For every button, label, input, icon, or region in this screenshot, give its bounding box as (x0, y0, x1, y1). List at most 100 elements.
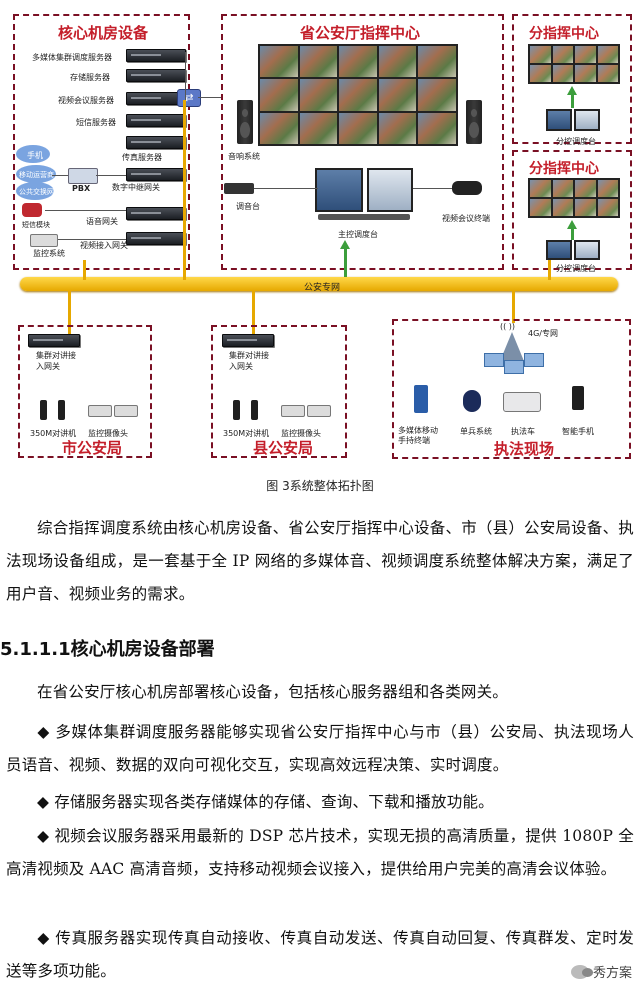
intro-text: 综合指挥调度系统由核心机房设备、省公安厅指挥中心设备、市（县）公安局设备、执法现… (6, 519, 634, 603)
figure-caption: 图 3系统整体拓扑图 (266, 479, 374, 493)
bullet-storage-server: ◆ 存储服务器实现各类存储媒体的存储、查询、下载和播放功能。 (6, 786, 634, 819)
field-device-label-2: 单兵系统 (460, 427, 492, 436)
bullet-fax-server: ◆ 传真服务器实现传真自动接收、传真自动发送、传真自动回复、传真群发、定时发送等… (6, 922, 634, 988)
county-camera-icon-1 (281, 405, 305, 417)
watermark: 秀方案 (570, 962, 632, 981)
patrol-car-icon (503, 392, 541, 412)
core-drop-1 (83, 260, 86, 280)
video-wall (258, 44, 458, 146)
city-bureau-title: 市公安局 (62, 439, 123, 457)
right-speaker-icon (466, 100, 482, 144)
branch-2-link-line (571, 228, 574, 240)
field-scene-title: 执法现场 (494, 440, 555, 458)
left-speaker-icon (237, 100, 253, 144)
province-center-box (221, 14, 504, 270)
city-camera-label: 监控摄像头 (88, 429, 128, 438)
video-access-gateway (126, 232, 186, 245)
police-network-bus (20, 277, 618, 291)
branch-1-monitor-left (546, 109, 572, 131)
server-label-cluster: 多媒体集群调度服务器 (32, 53, 112, 62)
county-radio-icon-2 (251, 400, 258, 420)
video-terminal-icon (452, 181, 482, 195)
sms-link-line (45, 210, 126, 211)
mixer-label: 调音台 (236, 202, 260, 211)
branch-1-arrow (567, 86, 577, 95)
network-hex-3 (524, 353, 544, 367)
field-drop (512, 291, 515, 323)
audio-system-label: 音响系统 (228, 152, 260, 161)
wechat-icon (570, 964, 593, 979)
core-room-title: 核心机房设备 (58, 24, 149, 42)
city-radio-icon-1 (40, 400, 47, 420)
field-device-label-1: 多媒体移动手持终端 (398, 426, 438, 445)
switch-to-bus-line (198, 97, 222, 98)
county-radio-label: 350M对讲机 (223, 429, 270, 438)
branch-center-2-box (512, 150, 632, 270)
core-intro-paragraph: 在省公安厅核心机房部署核心设备，包括核心服务器组和各类网关。 (6, 676, 634, 709)
branch-1-monitor-right (574, 109, 600, 131)
county-gateway (222, 334, 274, 347)
tower-signal-label: (( )) (500, 322, 516, 331)
pstn-cloud-icon (16, 182, 54, 200)
bullet-video-conf-server: ◆ 视频会议服务器采用最新的 DSP 芯片技术，实现无损的高清质量，提供 108… (6, 820, 634, 886)
province-uplink-arrow (340, 240, 350, 249)
digital-trunk-gateway (126, 168, 186, 181)
branch-center-1-title: 分指挥中心 (529, 26, 599, 42)
county-drop (252, 291, 255, 337)
server-label-video-conf: 视频会议服务器 (58, 96, 114, 105)
bullet-storage-text: ◆ 存储服务器实现各类存储媒体的存储、查询、下载和播放功能。 (37, 793, 494, 811)
core-room-box (13, 14, 190, 270)
voice-gateway (126, 207, 186, 220)
branch-2-monitor-left (546, 240, 572, 260)
pbx-trunk-line (96, 175, 126, 176)
left-label-sms-module: 短信模块 (22, 221, 50, 229)
fax-server (126, 136, 186, 149)
gateway-label-voice: 语音网关 (86, 217, 118, 226)
network-switch-icon: ⇄ (177, 89, 201, 107)
city-camera-icon-1 (88, 405, 112, 417)
branch-2-arrow (567, 220, 577, 229)
pbx-device-icon (68, 168, 98, 184)
dispatch-desk-icon (318, 214, 410, 220)
mixer-icon (224, 183, 254, 194)
gateway-label-video: 视频接入网关 (80, 241, 128, 250)
dispatch-monitor-right (367, 168, 413, 212)
field-device-label-4: 智能手机 (562, 427, 594, 436)
core-intro-text: 在省公安厅核心机房部署核心设备，包括核心服务器组和各类网关。 (37, 683, 509, 701)
surveillance-camera-icon (30, 234, 58, 247)
field-device-label-3: 执法车 (511, 427, 535, 436)
bullet-video-conf-text: ◆ 视频会议服务器采用最新的 DSP 芯片技术，实现无损的高清质量，提供 108… (6, 827, 634, 878)
gateway-label-digital: 数字中继网关 (112, 183, 160, 192)
terminal-link-line (413, 188, 452, 189)
sms-module-icon (22, 203, 42, 217)
branch-1-video-wall (528, 44, 620, 84)
county-bureau-box (211, 325, 347, 458)
handheld-terminal-icon (414, 385, 428, 413)
county-camera-icon-2 (307, 405, 331, 417)
county-radio-icon-1 (233, 400, 240, 420)
section-heading: 5.1.1.1核心机房设备部署 (0, 639, 215, 660)
branch-2-desk-label: 分控调度台 (556, 264, 596, 273)
city-gateway-label: 集群对讲接入网关 (36, 351, 76, 371)
city-radio-label: 350M对讲机 (30, 429, 77, 438)
pbx-label: PBX (72, 184, 91, 193)
mixer-link-line (254, 188, 318, 189)
dispatch-desk-label: 主控调度台 (338, 230, 378, 239)
branch-drop-1 (548, 260, 551, 280)
bullet-cluster-server: ◆ 多媒体集群调度服务器能够实现省公安厅指挥中心与市（县）公安局、执法现场人员语… (6, 716, 634, 782)
city-gateway (28, 334, 80, 347)
server-label-storage: 存储服务器 (70, 73, 110, 82)
county-bureau-title: 县公安局 (253, 439, 314, 457)
city-drop (68, 291, 71, 339)
cluster-server (126, 49, 186, 62)
watermark-text: 秀方案 (592, 966, 632, 981)
province-uplink-line (344, 248, 347, 278)
bullet-cluster-text: ◆ 多媒体集群调度服务器能够实现省公安厅指挥中心与市（县）公安局、执法现场人员语… (6, 723, 634, 774)
video-conf-server (126, 92, 186, 105)
province-center-title: 省公安厅指挥中心 (300, 24, 421, 42)
field-net-label: 4G/专网 (528, 329, 558, 338)
mobile-cloud-icon (16, 145, 50, 163)
branch-2-monitor-right (574, 240, 600, 260)
sms-server (126, 114, 186, 127)
branch-1-link-line (571, 94, 574, 108)
